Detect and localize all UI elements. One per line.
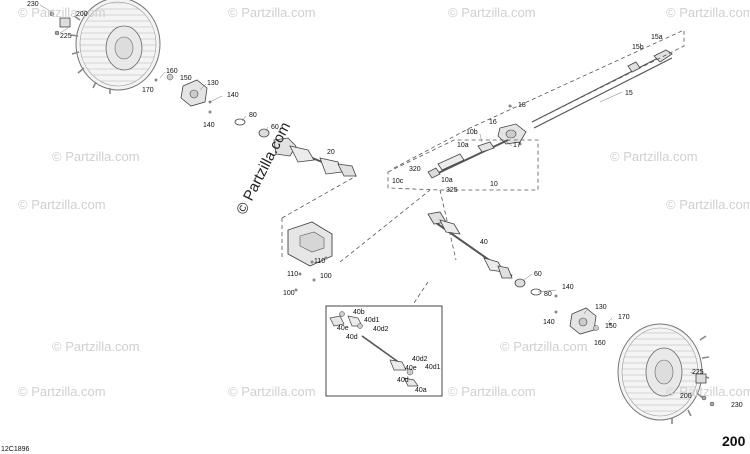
part-label: 40d xyxy=(397,377,409,384)
part-label: 140 xyxy=(562,284,574,291)
part-label: 17 xyxy=(513,142,521,149)
part-label: 225 xyxy=(692,369,704,376)
part-label: 110 xyxy=(314,258,326,265)
part-label: 110 xyxy=(287,271,299,278)
part-label: 230 xyxy=(27,1,39,8)
watermark-text: © Partzilla.com xyxy=(18,5,106,20)
figure-id: 12C1896 xyxy=(1,446,30,453)
part-label: 140 xyxy=(543,319,555,326)
part-label: 40d xyxy=(346,334,358,341)
part-label: 160 xyxy=(166,68,178,75)
part-label: 40e xyxy=(337,325,349,332)
part-label: 10a xyxy=(441,177,453,184)
part-label: 15 xyxy=(625,90,633,97)
part-label: 18 xyxy=(518,102,526,109)
subassembly-callouts xyxy=(281,29,685,307)
part-label: 10 xyxy=(490,181,498,188)
part-label: 170 xyxy=(618,314,630,321)
part-label: 150 xyxy=(605,323,617,330)
hub-assembly-left xyxy=(49,11,270,138)
part-label: 20 xyxy=(327,149,335,156)
part-label: 15a xyxy=(651,34,663,41)
part-label: 225 xyxy=(60,33,72,40)
watermark-text: © Partzilla.com xyxy=(666,197,750,212)
watermark-text: © Partzilla.com xyxy=(228,5,316,20)
part-label: 230 xyxy=(731,402,743,409)
part-label: 40e xyxy=(405,365,417,372)
part-label: 10c xyxy=(392,178,404,185)
watermark-text: © Partzilla.com xyxy=(666,5,750,20)
part-label: 200 xyxy=(76,11,88,18)
part-label: 60 xyxy=(534,271,542,278)
part-label: 320 xyxy=(409,166,421,173)
watermark-text: © Partzilla.com xyxy=(52,149,140,164)
front-tire-left xyxy=(70,0,161,94)
part-label: 10a xyxy=(457,142,469,149)
part-label: 40b xyxy=(353,309,365,316)
watermark-text: © Partzilla.com xyxy=(18,197,106,212)
watermark-text: © Partzilla.com xyxy=(228,384,316,399)
part-label: 170 xyxy=(142,87,154,94)
part-label: 16 xyxy=(489,119,497,126)
part-label: 325 xyxy=(446,187,458,194)
part-label: 60 xyxy=(271,124,279,131)
part-label: 40 xyxy=(480,239,488,246)
watermark-text: © Partzilla.com xyxy=(500,339,588,354)
hub-assembly-right xyxy=(569,307,612,335)
part-label: 140 xyxy=(227,92,239,99)
watermark-text: © Partzilla.com xyxy=(448,384,536,399)
leader-lines xyxy=(39,4,697,375)
part-label: 40d1 xyxy=(364,317,380,324)
part-label: 130 xyxy=(207,80,219,87)
part-label: 40d1 xyxy=(425,364,441,371)
propeller-shaft xyxy=(531,49,673,129)
part-label: 80 xyxy=(544,291,552,298)
part-label: 40d2 xyxy=(412,356,428,363)
part-label: 40d2 xyxy=(373,326,389,333)
part-label: 15b xyxy=(632,44,644,51)
part-label: 130 xyxy=(595,304,607,311)
part-label: 140 xyxy=(203,122,215,129)
watermark-text: © Partzilla.com xyxy=(610,149,698,164)
part-label: 80 xyxy=(249,112,257,119)
watermark-text: © Partzilla.com xyxy=(666,384,750,399)
part-label: 10b xyxy=(466,129,478,136)
part-label: 160 xyxy=(594,340,606,347)
part-label: 40a xyxy=(415,387,427,394)
page-code: 200 xyxy=(722,433,746,449)
front-drive-shaft-left xyxy=(273,137,357,177)
front-differential xyxy=(287,221,333,292)
rear-tire-right xyxy=(617,323,715,424)
axle-exploded-detail xyxy=(329,311,419,387)
rear-axle-detail-box xyxy=(325,305,443,397)
rear-drive-shaft-right xyxy=(427,211,558,314)
part-label: 200 xyxy=(680,393,692,400)
watermark-text: © Partzilla.com xyxy=(18,384,106,399)
watermark-text: © Partzilla.com xyxy=(448,5,536,20)
part-label: 100 xyxy=(320,273,332,280)
part-label: 150 xyxy=(180,75,192,82)
part-label: 100 xyxy=(283,290,295,297)
center-shaft-assembly xyxy=(427,104,527,179)
watermark-text: © Partzilla.com xyxy=(52,339,140,354)
